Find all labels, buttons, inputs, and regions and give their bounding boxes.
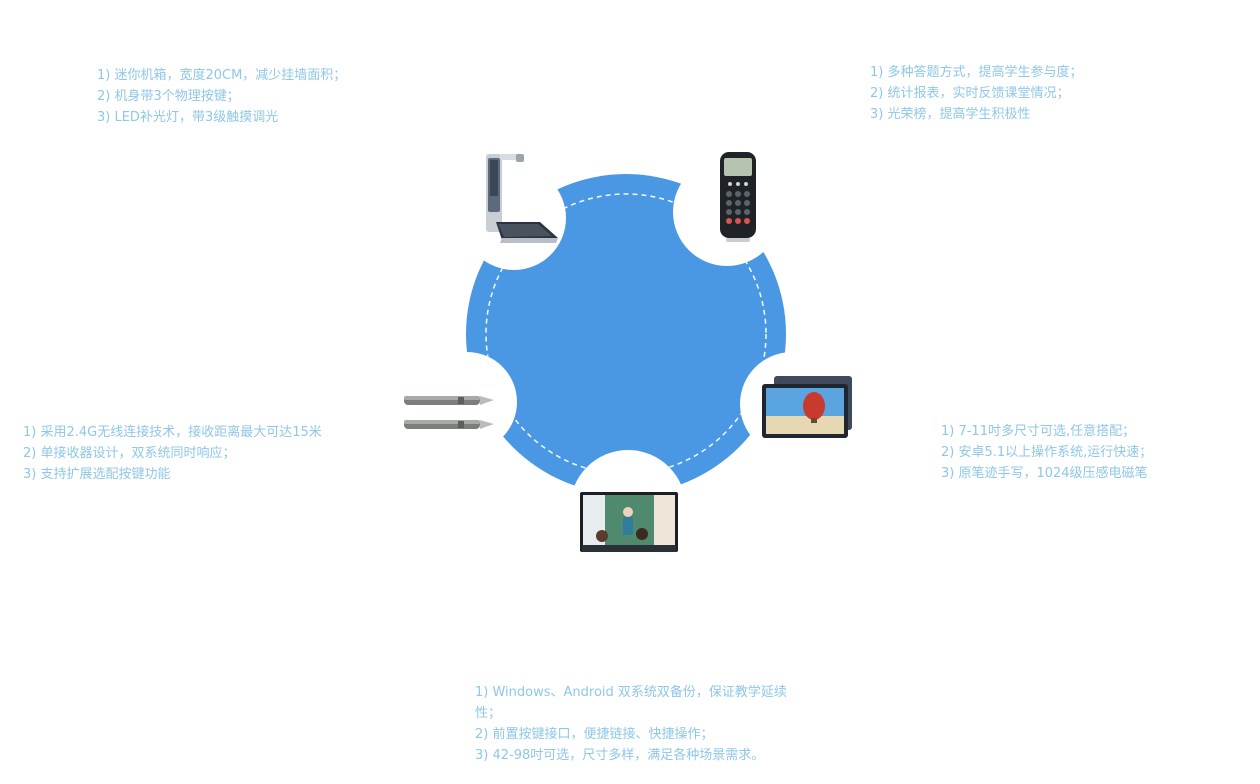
pen-feature-2: 2) 单接收器设计，双系统同时响应； — [23, 446, 236, 461]
document-camera-icon — [486, 154, 558, 243]
tablet-feature-2: 2) 安卓5.1以上操作系统,运行快速； — [941, 445, 1153, 460]
stylus-pens-icon — [404, 396, 494, 429]
booth-feature-1: 1) 迷你机箱，宽度20CM，减少挂墙面积； — [97, 68, 347, 83]
display-features-text: 1) Windows、Android 双系统双备份，保证教学延续性； 2) 前置… — [475, 682, 795, 766]
tablet-icon — [762, 376, 852, 438]
display-feature-2: 2) 前置按键接口，便捷链接、快捷操作； — [475, 727, 714, 742]
clicker-feature-1: 1) 多种答题方式，提高学生参与度； — [870, 65, 1083, 80]
booth-feature-2: 2) 机身带3个物理按键； — [97, 89, 240, 104]
clicker-feature-3: 3) 光荣榜，提高学生积极性 — [870, 107, 1031, 122]
booth-features-text: 1) 迷你机箱，宽度20CM，减少挂墙面积； 2) 机身带3个物理按键； 3) … — [97, 65, 346, 128]
display-feature-1: 1) Windows、Android 双系统双备份，保证教学延续性； — [475, 685, 787, 721]
tablet-feature-3: 3) 原笔迹手写，1024级压感电磁笔 — [941, 466, 1148, 481]
tablet-features-text: 1) 7-11吋多尺寸可选,任意搭配； 2) 安卓5.1以上操作系统,运行快速；… — [941, 421, 1152, 484]
tablet-feature-1: 1) 7-11吋多尺寸可选,任意搭配； — [941, 424, 1136, 439]
pen-feature-3: 3) 支持扩展选配按键功能 — [23, 467, 171, 482]
hub-body — [466, 174, 786, 494]
interactive-display-icon — [580, 492, 678, 552]
clicker-features-text: 1) 多种答题方式，提高学生参与度； 2) 统计报表，实时反馈课堂情况； 3) … — [870, 62, 1082, 125]
display-feature-3: 3) 42-98吋可选，尺寸多样，满足各种场景需求。 — [475, 748, 765, 763]
booth-feature-3: 3) LED补光灯，带3级触摸调光 — [97, 110, 279, 125]
answer-clicker-icon — [720, 152, 756, 242]
hub-dashed-ring — [485, 193, 767, 475]
pen-feature-1: 1) 采用2.4G无线连接技术，接收距离最大可达15米 — [23, 425, 322, 440]
clicker-feature-2: 2) 统计报表，实时反馈课堂情况； — [870, 86, 1070, 101]
pen-features-text: 1) 采用2.4G无线连接技术，接收距离最大可达15米 2) 单接收器设计，双系… — [23, 422, 322, 485]
